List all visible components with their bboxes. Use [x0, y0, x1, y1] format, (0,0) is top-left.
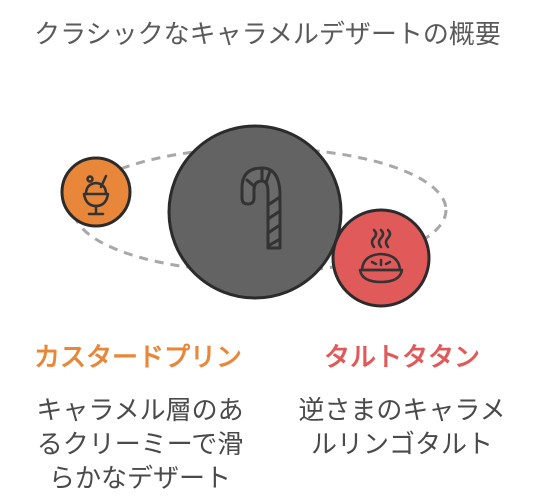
tarte-tatin-heading: タルトタタン: [323, 343, 480, 373]
orbit-path: [72, 146, 448, 274]
pie-icon: [358, 228, 404, 284]
description-line: らかなデザート: [48, 464, 231, 494]
description-line: キャラメル層のあ: [36, 396, 244, 426]
center-circle: [167, 124, 343, 300]
tarte-tatin-node: [331, 208, 431, 308]
description-line: るクリーミーで滑: [36, 430, 244, 460]
description-line: 逆さまのキャラメ: [298, 396, 506, 426]
custard-pudding-description: キャラメル層のあ るクリーミーで滑 らかなデザート: [20, 394, 260, 496]
custard-pudding-node: [60, 156, 132, 228]
custard-pudding-heading: カスタードプリン: [33, 343, 242, 373]
tarte-tatin-description: 逆さまのキャラメ ルリンゴタルト: [282, 394, 522, 462]
description-line: ルリンゴタルト: [310, 430, 493, 460]
candy-cane-icon: [240, 166, 282, 250]
page-title: クラシックなキャラメルデザートの概要: [34, 20, 501, 50]
sundae-icon: [82, 174, 110, 216]
